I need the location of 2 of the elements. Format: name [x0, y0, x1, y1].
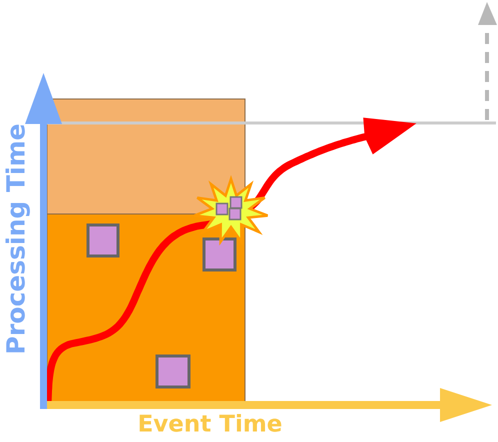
axis-title: Processing Time [4, 124, 28, 354]
axis-title: Event Time [138, 414, 282, 436]
